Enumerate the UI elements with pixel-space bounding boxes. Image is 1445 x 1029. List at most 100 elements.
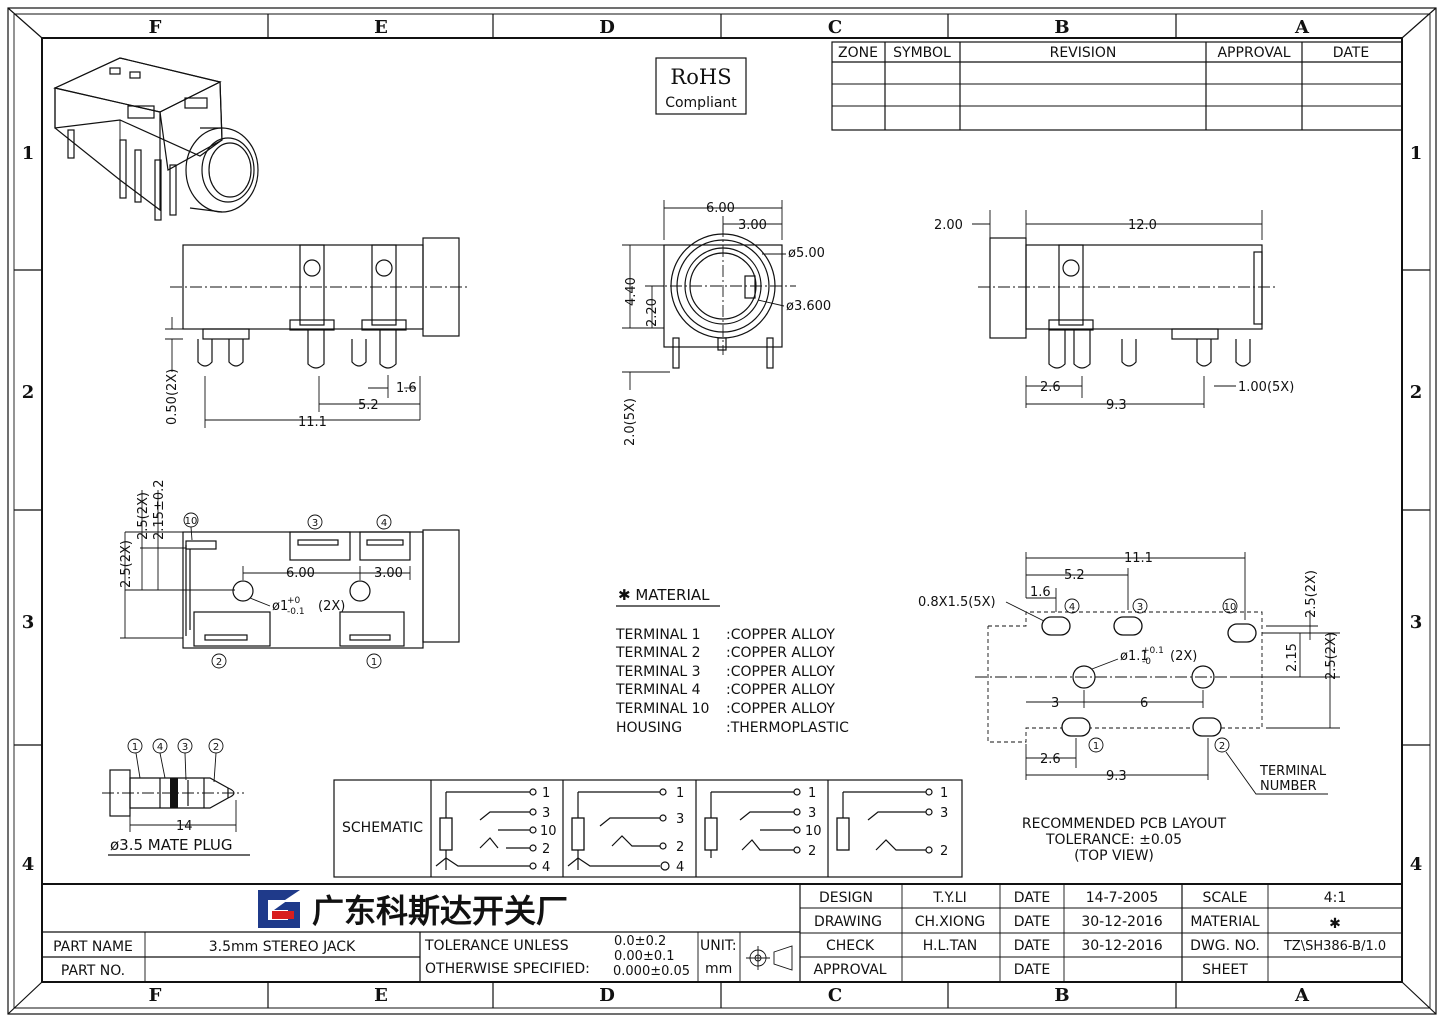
material-row-name: HOUSING [616, 720, 682, 736]
date-check: 30-12-2016 [1081, 938, 1162, 954]
schematic-panel-1: 1 3 10 2 4 [435, 786, 557, 875]
date-drawing: 30-12-2016 [1081, 914, 1162, 930]
rear-dim-9-3: 9.3 [1106, 398, 1127, 413]
front-dim-2-0: 2.0(5X) [623, 398, 638, 446]
rev-header-symbol: SYMBOL [893, 45, 951, 61]
isometric-view [53, 57, 259, 221]
pcb-hole-tol-plus: +0.1 [1142, 646, 1164, 656]
material-value: ✱ [1329, 916, 1341, 932]
bottom-hole-count: (2X) [318, 599, 345, 614]
mate-plug: 1 4 3 2 14 ø3.5 MATE PLUG [102, 738, 250, 856]
tolerance-line-1: TOLERANCE UNLESS [424, 938, 569, 954]
material-row-value: :COPPER ALLOY [726, 682, 835, 698]
side-dim-11-1: 11.1 [298, 415, 327, 430]
date-label: DATE [1014, 962, 1050, 978]
revision-table: ZONE SYMBOL REVISION APPROVAL DATE [831, 41, 1403, 131]
front-dim-2-20: 2.20 [645, 298, 660, 327]
material-list: ✱ MATERIAL TERMINAL 1 :COPPER ALLOY TERM… [615, 586, 849, 736]
plug-dim-14: 14 [176, 819, 193, 834]
scale-value: 4:1 [1324, 890, 1347, 906]
zone-row-left: 1 [22, 143, 35, 164]
material-row-name: TERMINAL 10 [615, 701, 709, 717]
front-dim-6-00: 6.00 [706, 201, 735, 216]
rohs-mark: RoHS Compliant [655, 57, 747, 115]
pcb-dim-2-5-b: 2.5(2X) [1324, 632, 1339, 680]
role-approval: APPROVAL [813, 962, 886, 978]
pcb-term-3: 3 [1137, 602, 1143, 613]
material-heading: ✱ MATERIAL [618, 586, 710, 604]
rev-header-zone: ZONE [838, 45, 878, 61]
material-row-name: TERMINAL 4 [615, 682, 701, 698]
projection-symbol [746, 945, 793, 971]
front-view: 6.00 3.00 ø5.00 ø3.600 4.40 2.20 2.0(5X) [622, 200, 831, 446]
schem2-pin: 1 [676, 786, 684, 801]
dwg-number: TZ\SH386-B/1.0 [1283, 939, 1386, 954]
rear-dim-1-00: 1.00(5X) [1238, 380, 1294, 395]
schem2-pin: 4 [676, 860, 684, 875]
front-dim-d3-6: ø3.600 [786, 299, 831, 314]
schem1-pin: 4 [542, 860, 550, 875]
bottom-dim-2-5-a: 2.5(2X) [136, 492, 151, 540]
zone-row-left: 2 [22, 382, 35, 403]
material-row-value: :THERMOPLASTIC [726, 720, 849, 736]
tolerance-line-2: OTHERWISE SPECIFIED: [425, 961, 590, 977]
pcb-caption-3: (TOP VIEW) [1074, 848, 1154, 864]
side-dim-5-2: 5.2 [358, 398, 379, 413]
pcb-terminal-label-2: NUMBER [1260, 779, 1317, 794]
plug-term-3: 3 [182, 742, 188, 753]
material-row-name: TERMINAL 2 [615, 645, 701, 661]
bottom-term-10: 10 [185, 516, 198, 527]
zone-col-bottom: F [149, 985, 162, 1006]
bottom-view: 2.5(2X) 2.15±0.2 2.5(2X) 6.00 3.00 ø1 +0… [119, 479, 460, 669]
rev-header-approval: APPROVAL [1217, 45, 1290, 61]
schem3-pin: 10 [805, 824, 822, 839]
tolerance-value: 0.000±0.05 [613, 964, 690, 979]
plug-term-2: 2 [213, 742, 219, 753]
part-name-value: 3.5mm STEREO JACK [209, 939, 356, 955]
plug-label: ø3.5 MATE PLUG [110, 836, 233, 854]
bottom-hole-tol-minus: -0.1 [287, 607, 305, 617]
bottom-hole-tol-plus: +0 [287, 596, 301, 606]
rear-dim-12-0: 12.0 [1128, 218, 1157, 233]
pcb-term-2: 2 [1219, 741, 1225, 752]
side-view: 0.50(2X) 1.6 5.2 11.1 [165, 237, 470, 430]
pcb-dim-2-6: 2.6 [1040, 752, 1061, 767]
material-row-value: :COPPER ALLOY [726, 701, 835, 717]
role-check: CHECK [826, 938, 875, 954]
rev-header-date: DATE [1333, 45, 1369, 61]
zone-col-bottom: C [828, 985, 842, 1006]
schematic-label: SCHEMATIC [342, 820, 423, 836]
schem2-pin: 3 [676, 812, 684, 827]
info-scale-label: SCALE [1203, 890, 1248, 906]
part-name-label: PART NAME [53, 939, 133, 955]
company-logo [258, 890, 300, 928]
pcb-dim-11-1: 11.1 [1124, 551, 1153, 566]
date-label: DATE [1014, 890, 1050, 906]
material-row-value: :COPPER ALLOY [726, 645, 835, 661]
material-row-name: TERMINAL 1 [615, 627, 701, 643]
person-check: H.L.TAN [923, 938, 978, 954]
pcb-caption-2: TOLERANCE: ±0.05 [1045, 832, 1182, 848]
zone-col-bottom: D [599, 985, 615, 1006]
schem1-pin: 10 [540, 824, 557, 839]
schem1-pin: 1 [542, 786, 550, 801]
pcb-caption-1: RECOMMENDED PCB LAYOUT [1022, 816, 1227, 832]
zone-col-top: C [828, 17, 842, 38]
zone-col-bottom: B [1054, 985, 1069, 1006]
info-dwg-label: DWG. NO. [1190, 938, 1260, 954]
pcb-dim-2-5-a: 2.5(2X) [1304, 570, 1319, 618]
front-dim-3-00: 3.00 [738, 218, 767, 233]
pcb-dim-2-15: 2.15 [1285, 643, 1300, 672]
bottom-term-3: 3 [312, 518, 318, 529]
zone-row-right: 1 [1410, 143, 1423, 164]
zone-col-top: F [149, 17, 162, 38]
info-sheet-label: SHEET [1202, 962, 1248, 978]
pcb-hole-count: (2X) [1170, 649, 1197, 664]
role-drawing: DRAWING [814, 914, 882, 930]
zone-row-left: 3 [22, 612, 35, 633]
zone-row-left: 4 [22, 854, 35, 875]
info-material-label: MATERIAL [1190, 914, 1259, 930]
rear-dim-2-6: 2.6 [1040, 380, 1061, 395]
pcb-layout: 11.1 5.2 1.6 0.8X1.5(5X) 2.5(2X) 2.15 2.… [918, 551, 1340, 864]
